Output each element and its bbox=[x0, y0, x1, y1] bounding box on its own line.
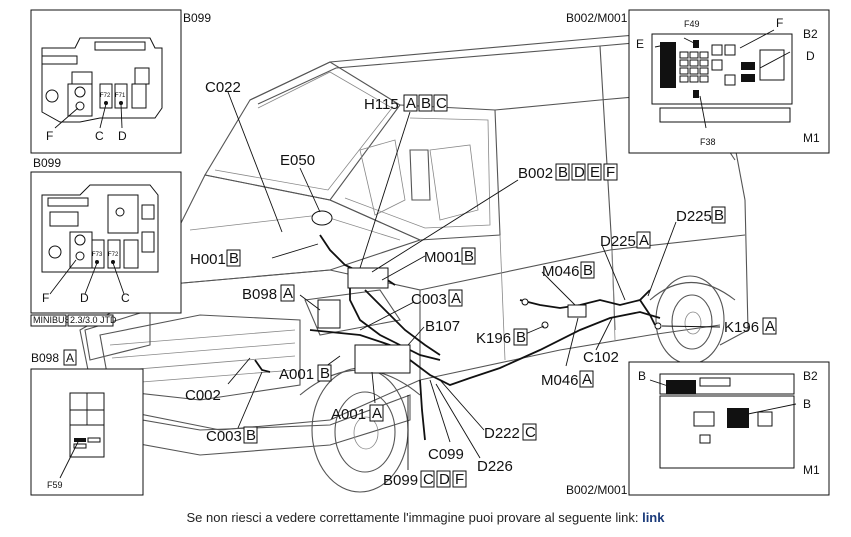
svg-text:D: D bbox=[118, 129, 127, 143]
label-k196b: K196 bbox=[476, 330, 511, 347]
svg-text:B2: B2 bbox=[803, 27, 818, 41]
svg-text:C: C bbox=[121, 291, 130, 305]
svg-text:F49: F49 bbox=[684, 19, 700, 29]
svg-text:A: A bbox=[451, 290, 461, 307]
svg-text:M1: M1 bbox=[803, 131, 820, 145]
label-b002: B002 bbox=[518, 165, 553, 182]
label-d225a: D225 bbox=[600, 233, 636, 250]
svg-text:A: A bbox=[639, 232, 649, 249]
label-d226: D226 bbox=[477, 458, 513, 475]
label-b107: B107 bbox=[425, 318, 460, 335]
svg-text:B: B bbox=[229, 250, 239, 267]
svg-text:F: F bbox=[42, 291, 49, 305]
svg-text:A: A bbox=[582, 371, 592, 388]
inset-title: B002/M001 bbox=[566, 483, 628, 497]
component-labels: C022 H115 A B C E050 B002 B D E F D225 B… bbox=[185, 79, 777, 489]
svg-text:C: C bbox=[436, 95, 447, 112]
suffix-b099: C D F bbox=[420, 470, 467, 488]
svg-text:E: E bbox=[590, 164, 600, 181]
fuse-grid bbox=[679, 44, 736, 86]
svg-text:B: B bbox=[803, 397, 811, 411]
wiring-diagram: C022 H115 A B C E050 B002 B D E F D225 B… bbox=[30, 9, 830, 497]
svg-text:B: B bbox=[246, 427, 256, 444]
svg-text:F73: F73 bbox=[92, 252, 103, 258]
suffix-b002: B D E F bbox=[555, 163, 618, 181]
label-d222: D222 bbox=[484, 425, 520, 442]
svg-text:A: A bbox=[765, 318, 775, 335]
label-a001a: A001 bbox=[331, 406, 366, 423]
label-c003b: C003 bbox=[206, 428, 242, 445]
inset-b099-mid: B099 F73 F72 F D C MINIBUS 2.3/3.0 JTD bbox=[30, 156, 182, 327]
label-k196a: K196 bbox=[724, 319, 759, 336]
svg-text:D: D bbox=[439, 471, 450, 488]
svg-text:B: B bbox=[464, 248, 474, 265]
svg-text:A: A bbox=[66, 351, 74, 365]
svg-text:F: F bbox=[776, 16, 783, 30]
inset-b002-bot: B2 M1 B B B002/M001 bbox=[566, 361, 830, 497]
svg-text:E: E bbox=[636, 37, 644, 51]
suffix-h115: A B C bbox=[403, 94, 448, 112]
svg-text:C: C bbox=[423, 471, 434, 488]
svg-text:D: D bbox=[574, 164, 585, 181]
tag-engine: 2.3/3.0 JTD bbox=[70, 315, 117, 325]
label-m046b: M046 bbox=[542, 263, 580, 280]
inset-b002-top: B002/M001 B2 M1 F49 F E D F38 bbox=[566, 9, 830, 154]
label-h115: H115 bbox=[364, 96, 399, 113]
label-a001b: A001 bbox=[279, 366, 314, 383]
label-c022: C022 bbox=[205, 79, 241, 96]
svg-text:F38: F38 bbox=[700, 137, 716, 147]
svg-text:F: F bbox=[46, 129, 53, 143]
svg-text:D: D bbox=[80, 291, 89, 305]
svg-text:A: A bbox=[283, 285, 293, 302]
label-b099: B099 bbox=[383, 472, 418, 489]
label-e050: E050 bbox=[280, 152, 315, 169]
svg-text:B: B bbox=[638, 369, 646, 383]
svg-text:B: B bbox=[714, 207, 724, 224]
svg-text:A: A bbox=[406, 95, 416, 112]
svg-text:C: C bbox=[525, 424, 536, 441]
svg-text:F72: F72 bbox=[108, 252, 119, 258]
svg-text:D: D bbox=[806, 49, 815, 63]
svg-text:C: C bbox=[95, 129, 104, 143]
label-h001: H001 bbox=[190, 251, 226, 268]
inset-b099-top: B099 F72 F71 F C D bbox=[30, 9, 211, 154]
footer-link[interactable]: link bbox=[642, 510, 665, 525]
leader-lines bbox=[227, 91, 721, 470]
label-c102: C102 bbox=[583, 349, 619, 366]
label-b098: B098 bbox=[242, 286, 277, 303]
label-m001: M001 bbox=[424, 249, 462, 266]
svg-text:F59: F59 bbox=[47, 480, 63, 490]
inset-title: B002/M001 bbox=[566, 11, 628, 25]
svg-text:F: F bbox=[455, 471, 464, 488]
label-d225b: D225 bbox=[676, 208, 712, 225]
svg-text:B: B bbox=[320, 365, 330, 382]
footer: Se non riesci a vedere correttamente l'i… bbox=[0, 510, 851, 525]
svg-text:B2: B2 bbox=[803, 369, 818, 383]
svg-text:B: B bbox=[558, 164, 568, 181]
svg-text:A: A bbox=[372, 405, 382, 422]
svg-text:B: B bbox=[583, 262, 593, 279]
inset-title: B099 bbox=[33, 156, 61, 170]
tag-minibus: MINIBUS bbox=[33, 315, 71, 325]
svg-text:B: B bbox=[516, 329, 526, 346]
label-c003a: C003 bbox=[411, 291, 447, 308]
label-c099: C099 bbox=[428, 446, 464, 463]
inset-title: B099 bbox=[183, 11, 211, 25]
label-m046a: M046 bbox=[541, 372, 579, 389]
footer-text: Se non riesci a vedere correttamente l'i… bbox=[186, 510, 639, 525]
label-c002: C002 bbox=[185, 387, 221, 404]
svg-text:F72: F72 bbox=[100, 93, 111, 99]
svg-text:F71: F71 bbox=[115, 93, 126, 99]
inset-title: B098 bbox=[31, 351, 59, 365]
inset-b098: B098 A F59 bbox=[30, 349, 144, 496]
wiring-harness bbox=[254, 210, 662, 441]
svg-text:F: F bbox=[606, 164, 615, 181]
svg-text:B: B bbox=[421, 95, 431, 112]
svg-text:M1: M1 bbox=[803, 463, 820, 477]
